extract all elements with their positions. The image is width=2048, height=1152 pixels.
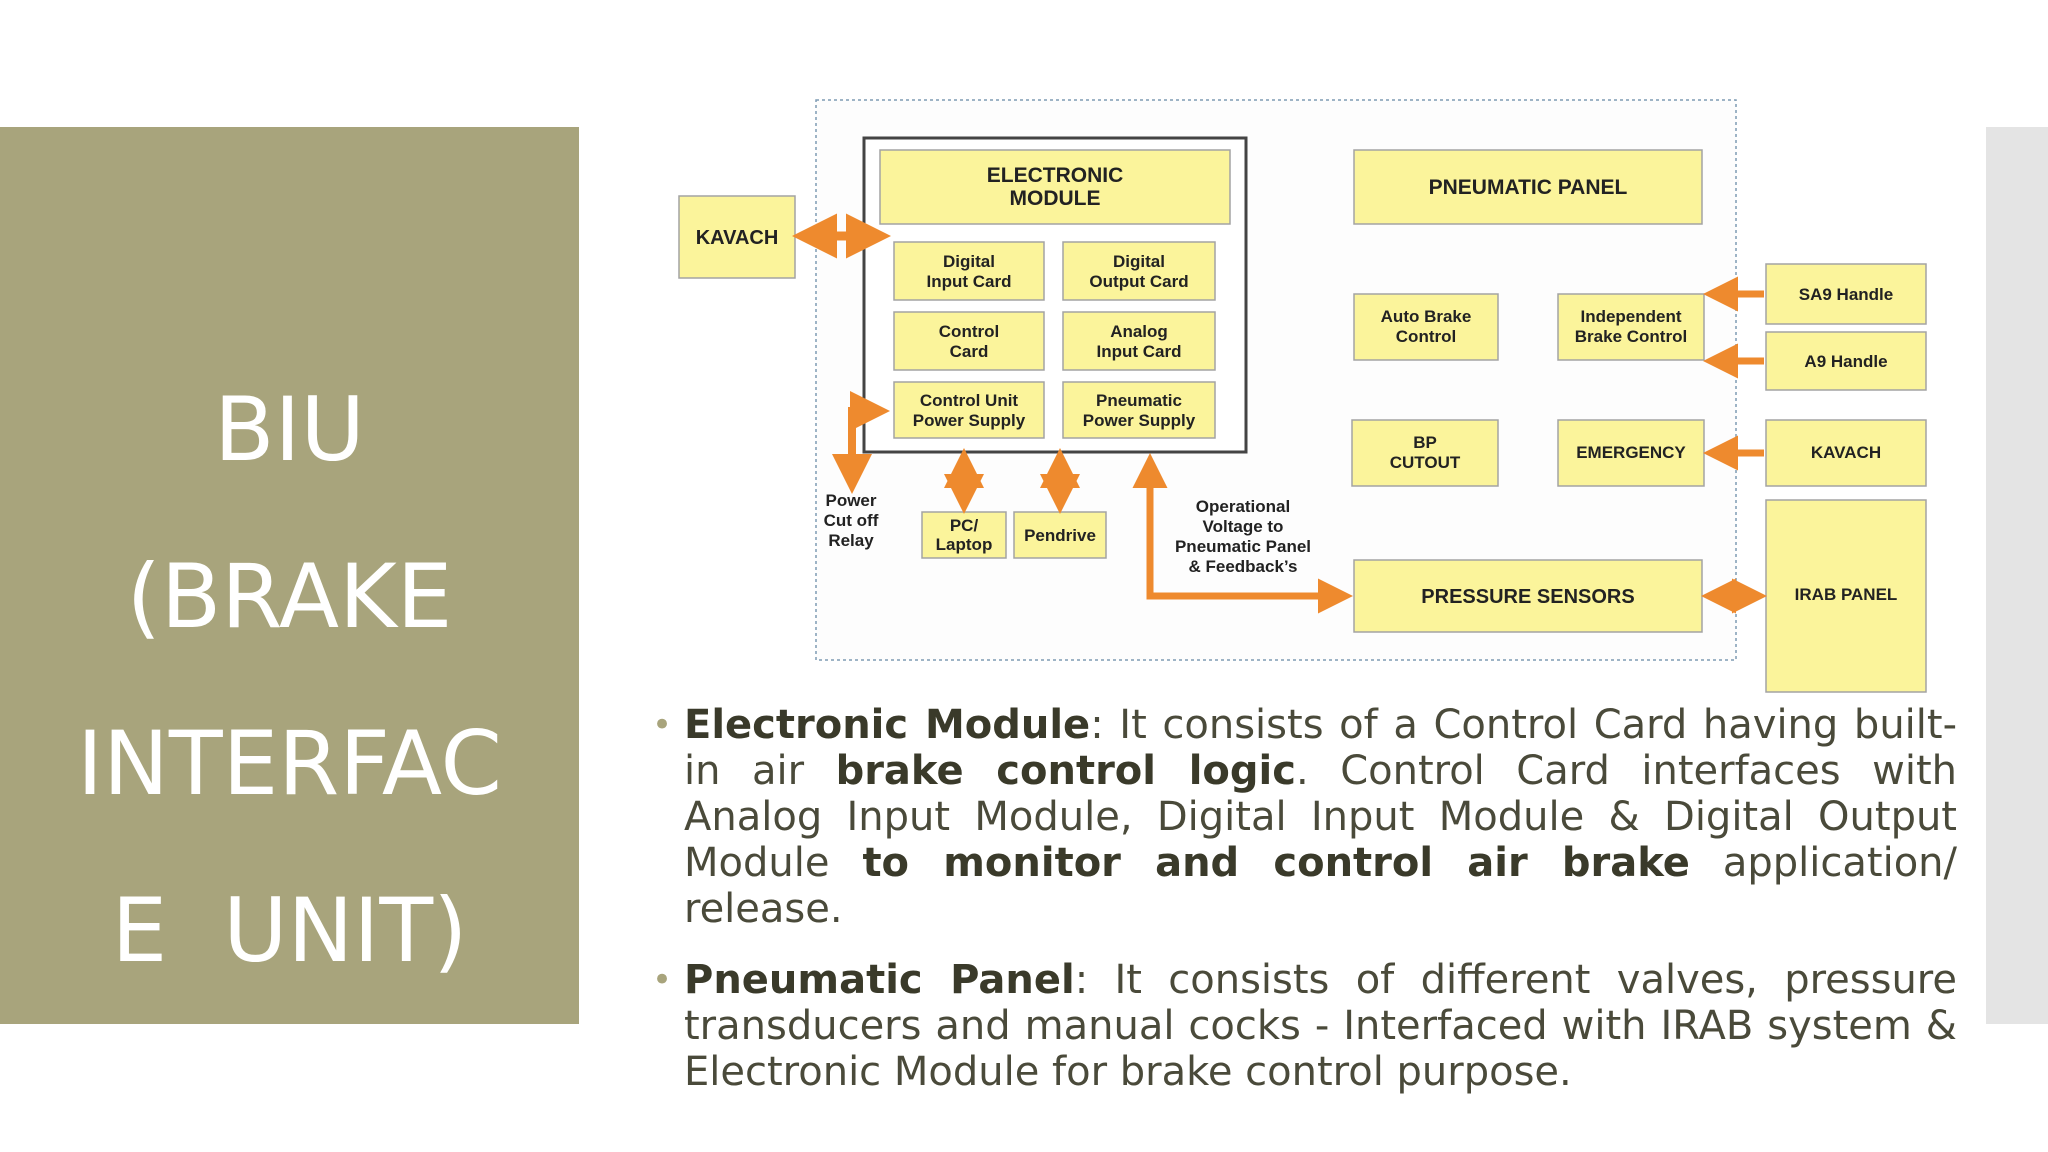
card-label: Power Supply — [1083, 411, 1196, 430]
card-label: Power Supply — [913, 411, 1026, 430]
box-label: Pendrive — [1024, 526, 1096, 545]
annotation-line: Pneumatic Panel — [1175, 537, 1311, 556]
power-cutoff-relay-label: Power Cut off Relay — [824, 491, 879, 550]
analog-input-card: Analog Input Card — [1062, 311, 1216, 371]
card-label: Control — [939, 322, 999, 341]
pneumatic-panel-box: PNEUMATIC PANEL — [1353, 149, 1703, 225]
bullet-bold-text: brake control logic — [835, 748, 1296, 794]
pressure-sensors-label: PRESSURE SENSORS — [1421, 586, 1634, 608]
bp-cutout-box: BP CUTOUT — [1351, 419, 1499, 487]
box-label: PC/ — [950, 516, 979, 535]
arrow-power-cutoff — [832, 391, 890, 494]
auto-brake-control-box: Auto Brake Control — [1353, 293, 1499, 361]
annotation-line: Relay — [828, 531, 874, 550]
bullet-bold-text: Electronic Module — [684, 702, 1091, 748]
card-label: Input Card — [927, 272, 1012, 291]
annotation-line: & Feedback’s — [1189, 557, 1298, 576]
annotation-line: Power — [825, 491, 876, 510]
bullet-dot-icon: • — [652, 960, 673, 1000]
bullet-item: • Pneumatic Panel: It consists of differ… — [652, 957, 1957, 1095]
biu-block-diagram: ELECTRONIC MODULE Digital Input Card Dig… — [678, 99, 1927, 693]
bullet-text: : It consists of a Control Card having b… — [684, 702, 1958, 794]
side-strip — [1986, 127, 2048, 1024]
pneumatic-panel-label: PNEUMATIC PANEL — [1429, 176, 1628, 199]
independent-brake-control-box: Independent Brake Control — [1557, 293, 1705, 361]
bullet-dot-icon: • — [652, 705, 673, 745]
box-label: Independent — [1580, 307, 1681, 326]
annotation-line: Cut off — [824, 511, 879, 530]
box-label: CUTOUT — [1390, 453, 1461, 472]
card-label: Digital — [943, 252, 995, 271]
control-card: Control Card — [893, 311, 1045, 371]
arrow-operational-voltage — [1132, 453, 1353, 614]
card-label: Card — [950, 342, 989, 361]
kavach-left-label: KAVACH — [696, 227, 779, 249]
annotation-line: Voltage to — [1203, 517, 1284, 536]
bullet-bold-text: Pneumatic Panel — [684, 957, 1075, 1003]
box-label: Laptop — [936, 535, 993, 554]
box-label: Auto Brake — [1381, 307, 1472, 326]
a9-handle-box: A9 Handle — [1765, 331, 1927, 391]
emergency-box: EMERGENCY — [1557, 419, 1705, 487]
card-label: Input Card — [1097, 342, 1182, 361]
card-label: Digital — [1113, 252, 1165, 271]
annotation-line: Operational — [1196, 497, 1290, 516]
box-label: BP — [1413, 433, 1437, 452]
pressure-sensors-box: PRESSURE SENSORS — [1353, 559, 1703, 633]
box-label: Control — [1396, 327, 1456, 346]
box-label: EMERGENCY — [1576, 443, 1686, 462]
box-label: IRAB PANEL — [1795, 585, 1898, 604]
pendrive-box: Pendrive — [1013, 511, 1107, 559]
kavach-right-box: KAVACH — [1765, 419, 1927, 487]
bullet-list: • Electronic Module: It consists of a Con… — [652, 702, 1957, 1095]
electronic-module-label-2: MODULE — [1010, 187, 1101, 210]
pc-laptop-box: PC/ Laptop — [921, 511, 1007, 559]
card-label: Output Card — [1089, 272, 1188, 291]
card-label: Analog — [1110, 322, 1168, 341]
digital-input-card: Digital Input Card — [893, 241, 1045, 301]
digital-output-card: Digital Output Card — [1062, 241, 1216, 301]
electronic-module-label-1: ELECTRONIC — [987, 164, 1124, 187]
bullet-bold-text: to monitor and control air brake — [862, 840, 1690, 886]
box-label: SA9 Handle — [1799, 285, 1893, 304]
title-panel: BIU (BRAKE INTERFAC E UNIT) — [0, 127, 579, 1024]
bullet-text: . Control Card interfaces with Analog In… — [684, 748, 1957, 886]
title-line-3: INTERFAC — [77, 712, 502, 815]
title-line-1: BIU — [214, 378, 365, 481]
irab-panel-box: IRAB PANEL — [1765, 499, 1927, 693]
kavach-left-box: KAVACH — [678, 195, 796, 279]
bullet-text: : It consists of different valves, press… — [684, 957, 1957, 1095]
box-label: Brake Control — [1575, 327, 1687, 346]
card-label: Control Unit — [920, 391, 1019, 410]
control-unit-power-supply: Control Unit Power Supply — [893, 381, 1045, 439]
bullet-item: • Electronic Module: It consists of a Con… — [652, 702, 1957, 932]
title-line-4: E UNIT) — [111, 879, 468, 982]
electronic-module-header: ELECTRONIC MODULE — [879, 149, 1231, 225]
card-label: Pneumatic — [1096, 391, 1182, 410]
box-label: A9 Handle — [1804, 352, 1887, 371]
sa9-handle-box: SA9 Handle — [1765, 263, 1927, 325]
title-line-2: (BRAKE — [126, 545, 453, 648]
box-label: KAVACH — [1811, 443, 1881, 462]
pneumatic-power-supply: Pneumatic Power Supply — [1062, 381, 1216, 439]
bullet-text: application/ release. — [684, 840, 1958, 932]
